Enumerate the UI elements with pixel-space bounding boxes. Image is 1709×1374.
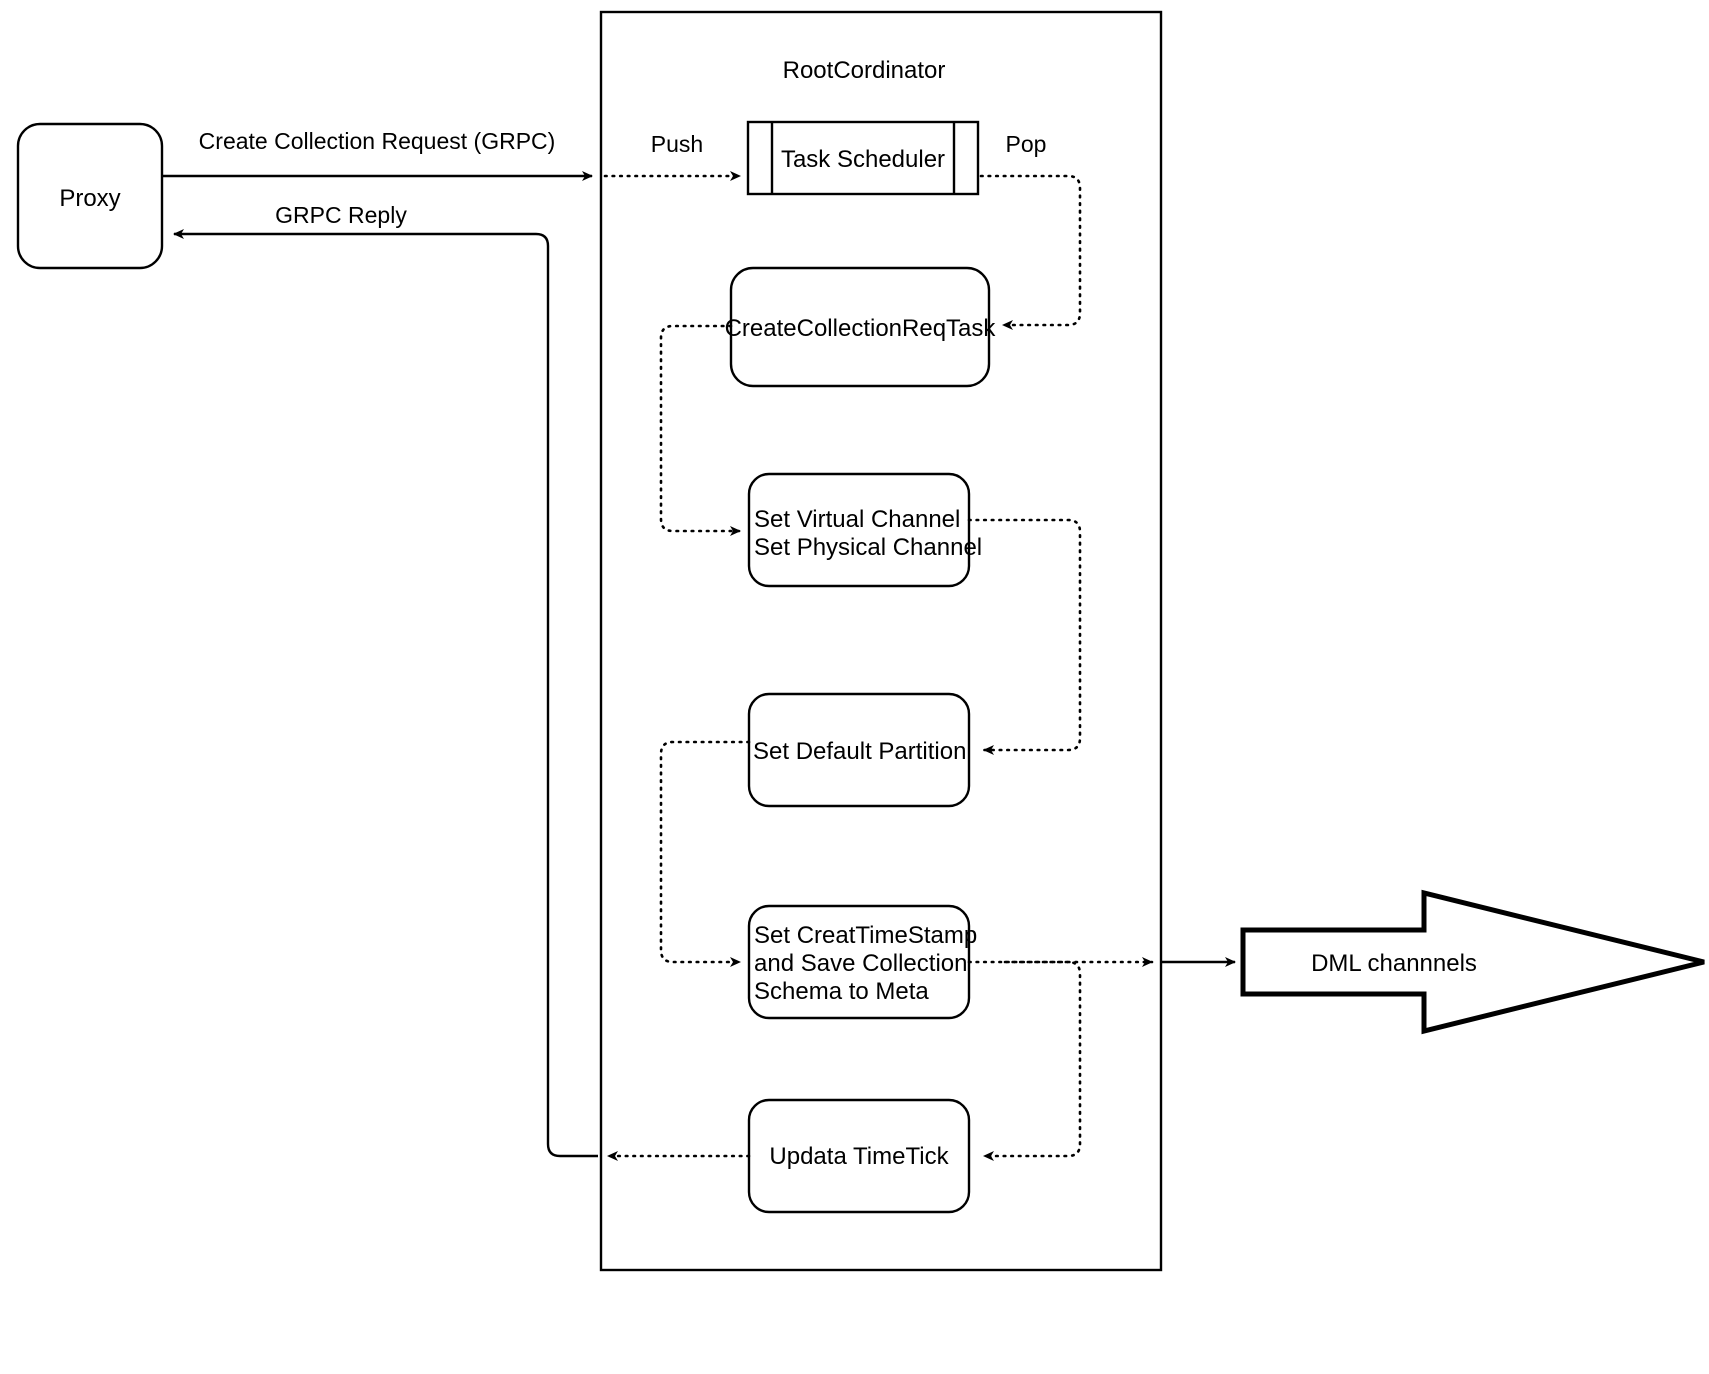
task-scheduler-label: Task Scheduler	[781, 146, 945, 173]
edge-pop	[979, 174, 1082, 330]
rootcordinator-label: RootCordinator	[783, 57, 946, 84]
edge-channels-to-default-partition	[967, 518, 1082, 755]
set-timestamp-label-line2: and Save Collection	[754, 950, 967, 977]
set-timestamp-label-line1: Set CreatTimeStamp	[754, 922, 977, 949]
proxy-node[interactable]	[16, 122, 164, 270]
proxy-label: Proxy	[59, 185, 120, 212]
update-timetick-label: Updata TimeTick	[769, 1143, 949, 1170]
set-default-partition-label: Set Default Partition	[753, 738, 966, 765]
edge-default-partition-to-timestamp	[659, 740, 751, 967]
edge-timestamp-to-timetick	[982, 960, 1082, 1161]
dml-channels-arrow[interactable]	[1240, 889, 1705, 1035]
set-default-partition-node[interactable]	[747, 692, 971, 808]
edge-task-to-channels	[659, 324, 742, 536]
edge-create-collection-request-label: Create Collection Request (GRPC)	[199, 128, 556, 154]
edge-push-label: Push	[651, 131, 703, 157]
edge-pop-label: Pop	[1006, 131, 1047, 157]
set-timestamp-label-line3: Schema to Meta	[754, 978, 929, 1005]
edge-grpc-reply	[173, 229, 598, 1158]
set-channels-label-line1: Set Virtual Channel	[754, 506, 960, 533]
dml-channels-label: DML channnels	[1311, 950, 1477, 977]
rootcordinator-container	[599, 10, 1163, 1272]
create-collection-req-task-label: CreateCollectionReqTask	[725, 315, 997, 342]
task-scheduler-node[interactable]	[746, 120, 980, 196]
edge-grpc-reply-label: GRPC Reply	[275, 202, 407, 228]
set-channels-label-line2: Set Physical Channel	[754, 534, 982, 561]
set-channels-node[interactable]	[747, 472, 971, 588]
